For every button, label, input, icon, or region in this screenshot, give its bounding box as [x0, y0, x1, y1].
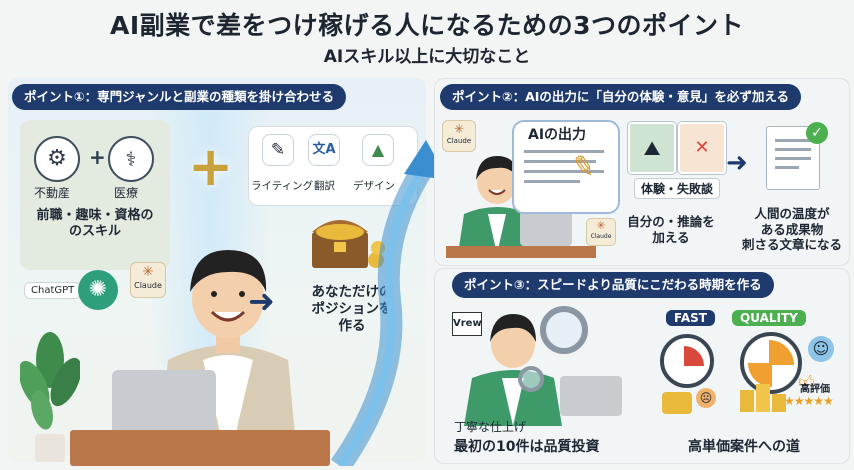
- design-icon: ▲: [362, 134, 394, 166]
- point2-result: 人間の温度が ある成果物 刺さる文章になる: [741, 206, 842, 253]
- laptop: [112, 370, 216, 434]
- claude-logo-icon: ✳: [453, 122, 465, 136]
- laptop-point2: [520, 210, 572, 246]
- claude-badge-point2: ✳ Claude: [442, 120, 476, 152]
- point2-heading: ポイント②：AIの出力に「自分の体験・意見」を必ず加える: [440, 84, 802, 110]
- magnifier-icon: [540, 306, 588, 354]
- claude-logo-icon: ✳: [596, 219, 606, 232]
- page-title: AI副業で差をつけ稼げる人になるための3つのポイント: [109, 11, 745, 40]
- rating-label: 高評価: [800, 384, 830, 395]
- add-opinion-label: 自分の・推論を 加える: [627, 214, 715, 245]
- smile-face-icon: ☺: [808, 336, 834, 362]
- stopwatch-fast-icon: [660, 334, 714, 388]
- ai-output-title: AIの出力: [528, 127, 587, 143]
- sad-face-icon: ☹: [696, 388, 716, 408]
- text-lines-icon: [524, 150, 604, 183]
- vrew-badge: Vrew: [452, 312, 482, 336]
- arrow-right-icon: ➜: [726, 148, 748, 178]
- ai-output-bubble: [512, 120, 620, 214]
- laptop-point3: [560, 376, 622, 416]
- person-illustration-point2: [452, 148, 542, 254]
- point1-heading: ポイント①：専門ジャンルと副業の種類を掛け合わせる: [12, 84, 346, 110]
- page-subtitle: AIスキル以上に大切なこと: [323, 47, 531, 67]
- quality-badge: QUALITY: [732, 310, 806, 326]
- caption-left: 最初の10件は品質投資: [454, 439, 600, 455]
- hiking-image: ⛰: [628, 122, 676, 174]
- big-plus-icon: +: [188, 135, 234, 198]
- desk-point2: [446, 246, 596, 258]
- claude-badge: ✳ Claude: [130, 262, 166, 298]
- stopwatch-quality-icon: [740, 332, 802, 394]
- genre-label-real-estate: 不動産: [34, 186, 71, 200]
- thumbs-up-icon: 👍︎: [798, 372, 815, 391]
- claude-badge-label: Claude: [590, 233, 612, 240]
- plus-icon: +: [89, 145, 106, 169]
- plant-illustration: [18, 330, 82, 462]
- care-label: 丁寧な仕上げ: [454, 420, 527, 434]
- claude-badge-label: Claude: [446, 137, 472, 145]
- claude-badge-label: Claude: [134, 281, 162, 290]
- caption-right: 高単価案件への道: [688, 439, 800, 455]
- point3-heading: ポイント③：スピードより品質にこだわる時期を作る: [452, 272, 774, 298]
- failure-image: ✕: [678, 122, 726, 174]
- five-star-rating-icon: ★★★★★: [784, 394, 834, 408]
- writing-icon: ✎: [262, 134, 294, 166]
- claude-logo-icon: ✳: [142, 264, 154, 280]
- treasure-chest-icon: [306, 208, 386, 272]
- chatgpt-logo-icon: ✺: [78, 270, 118, 310]
- translate-icon: 文A: [308, 134, 340, 166]
- fast-badge: FAST: [666, 310, 715, 326]
- claude-badge-small: ✳ Claude: [586, 218, 616, 246]
- desk: [70, 430, 330, 466]
- growth-arrow: [330, 140, 450, 470]
- coins-large-icon: [740, 382, 786, 412]
- point1-result: あなただけの ポジションを 作る: [311, 284, 393, 334]
- genre-label-medical: 医療: [114, 186, 139, 200]
- job-label-design: デザイン: [353, 180, 395, 192]
- job-label-writing: ライティング: [251, 180, 314, 192]
- coins-small-icon: [662, 392, 692, 414]
- magnifier-small-icon: [518, 366, 544, 392]
- arrow-right-icon: ➜: [248, 282, 275, 320]
- check-icon: ✓: [806, 122, 828, 144]
- genre-caption: 前職・趣味・資格の のスキル: [36, 208, 154, 240]
- real-estate-icon: ⚙: [34, 136, 80, 182]
- chatgpt-badge: ChatGPT: [24, 282, 82, 299]
- stethoscope-icon: ⚕: [108, 136, 154, 182]
- job-label-translation: 翻訳: [314, 180, 335, 192]
- experience-label: 体験・失敗談: [634, 178, 721, 199]
